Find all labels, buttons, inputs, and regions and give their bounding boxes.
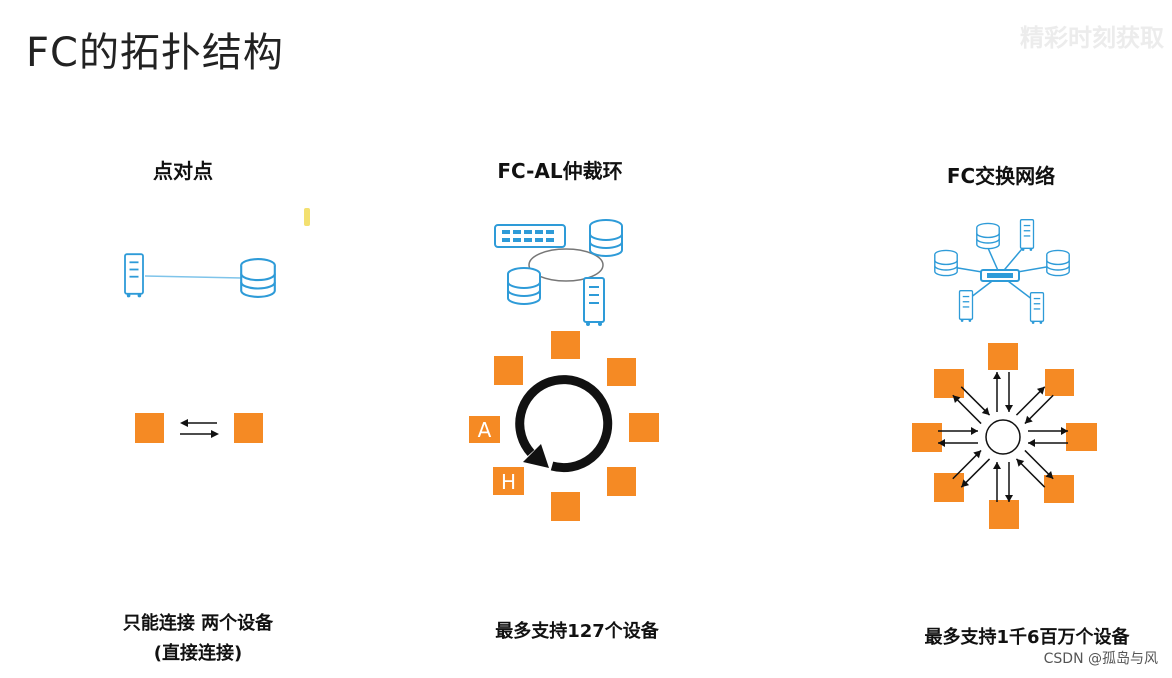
fcal-ring-nodes: A H [469, 331, 659, 521]
fcal-node-h-label: H [501, 470, 516, 494]
fcal-server-icon [583, 277, 605, 327]
fcal-node-top-left [494, 356, 523, 385]
switched-fabric-hub [985, 419, 1021, 455]
fcal-node-bottom-right [607, 467, 636, 496]
p2p-server-icon [124, 253, 144, 299]
fcal-loop-arrow-icon [515, 375, 613, 473]
switched-node-se [1044, 475, 1074, 503]
heading-point-to-point: 点对点 [153, 159, 213, 183]
p2p-left-arrow-icon [180, 419, 217, 427]
fcal-node-right [629, 413, 659, 442]
p2p-icons [124, 208, 310, 299]
switched-node-nw [934, 369, 964, 398]
heading-fc-al: FC-AL仲裁环 [497, 159, 623, 183]
p2p-node-right [234, 413, 263, 443]
switched-node-ne [1045, 369, 1074, 396]
switched-icons [934, 219, 1070, 325]
switched-nodes [912, 343, 1097, 529]
fcal-storage-icon-bottom [507, 267, 541, 305]
caption-point-to-point: 只能连接 两个设备 (直接连接) [123, 609, 273, 669]
p2p-right-arrow-icon [180, 430, 219, 438]
csdn-credit: CSDN @孤岛与风 [1043, 651, 1158, 667]
caption-fcal-line1: 最多支持127个设备 [495, 621, 659, 642]
fcal-node-a [469, 416, 500, 443]
fcal-node-h [493, 467, 524, 495]
video-watermark: 精彩时刻获取 [1020, 24, 1164, 52]
switched-storage-icon-top [976, 222, 1000, 250]
cursor-marker [304, 208, 310, 226]
switched-storage-icon-left [934, 249, 958, 277]
fcal-hub-ellipse [528, 248, 604, 282]
switched-server-icon-right [1029, 292, 1045, 325]
switched-server-icon-left [958, 290, 974, 323]
caption-p2p-line2: (直接连接) [153, 643, 243, 664]
switched-node-e [1066, 423, 1097, 451]
switched-server-icon-top [1019, 219, 1035, 252]
p2p-storage-icon [240, 258, 276, 298]
heading-fc-switched: FC交换网络 [946, 164, 1056, 188]
p2p-node-left [135, 413, 164, 443]
caption-fc-al: 最多支持127个设备 [495, 617, 659, 647]
p2p-link-line [144, 275, 243, 279]
caption-p2p-line1: 只能连接 两个设备 [122, 613, 274, 634]
fcal-node-bottom [551, 492, 580, 521]
fcal-icons [494, 219, 623, 327]
switched-node-n [988, 343, 1018, 370]
fcal-node-a-label: A [478, 418, 492, 442]
switched-storage-icon-right [1046, 249, 1070, 277]
fcal-node-top-right [607, 358, 636, 386]
switched-node-s [989, 500, 1019, 529]
switched-switch-icon [980, 269, 1020, 282]
caption-fc-switched: 最多支持1千6百万个设备 [924, 623, 1129, 653]
fcal-node-top [551, 331, 580, 359]
fcal-switch-icon [494, 224, 566, 248]
switched-node-w [912, 423, 942, 452]
fcal-storage-icon-top [589, 219, 623, 257]
slide-title: FC的拓扑结构 [26, 30, 284, 76]
switched-node-sw [934, 473, 964, 502]
caption-switched-line1: 最多支持1千6百万个设备 [924, 627, 1130, 648]
